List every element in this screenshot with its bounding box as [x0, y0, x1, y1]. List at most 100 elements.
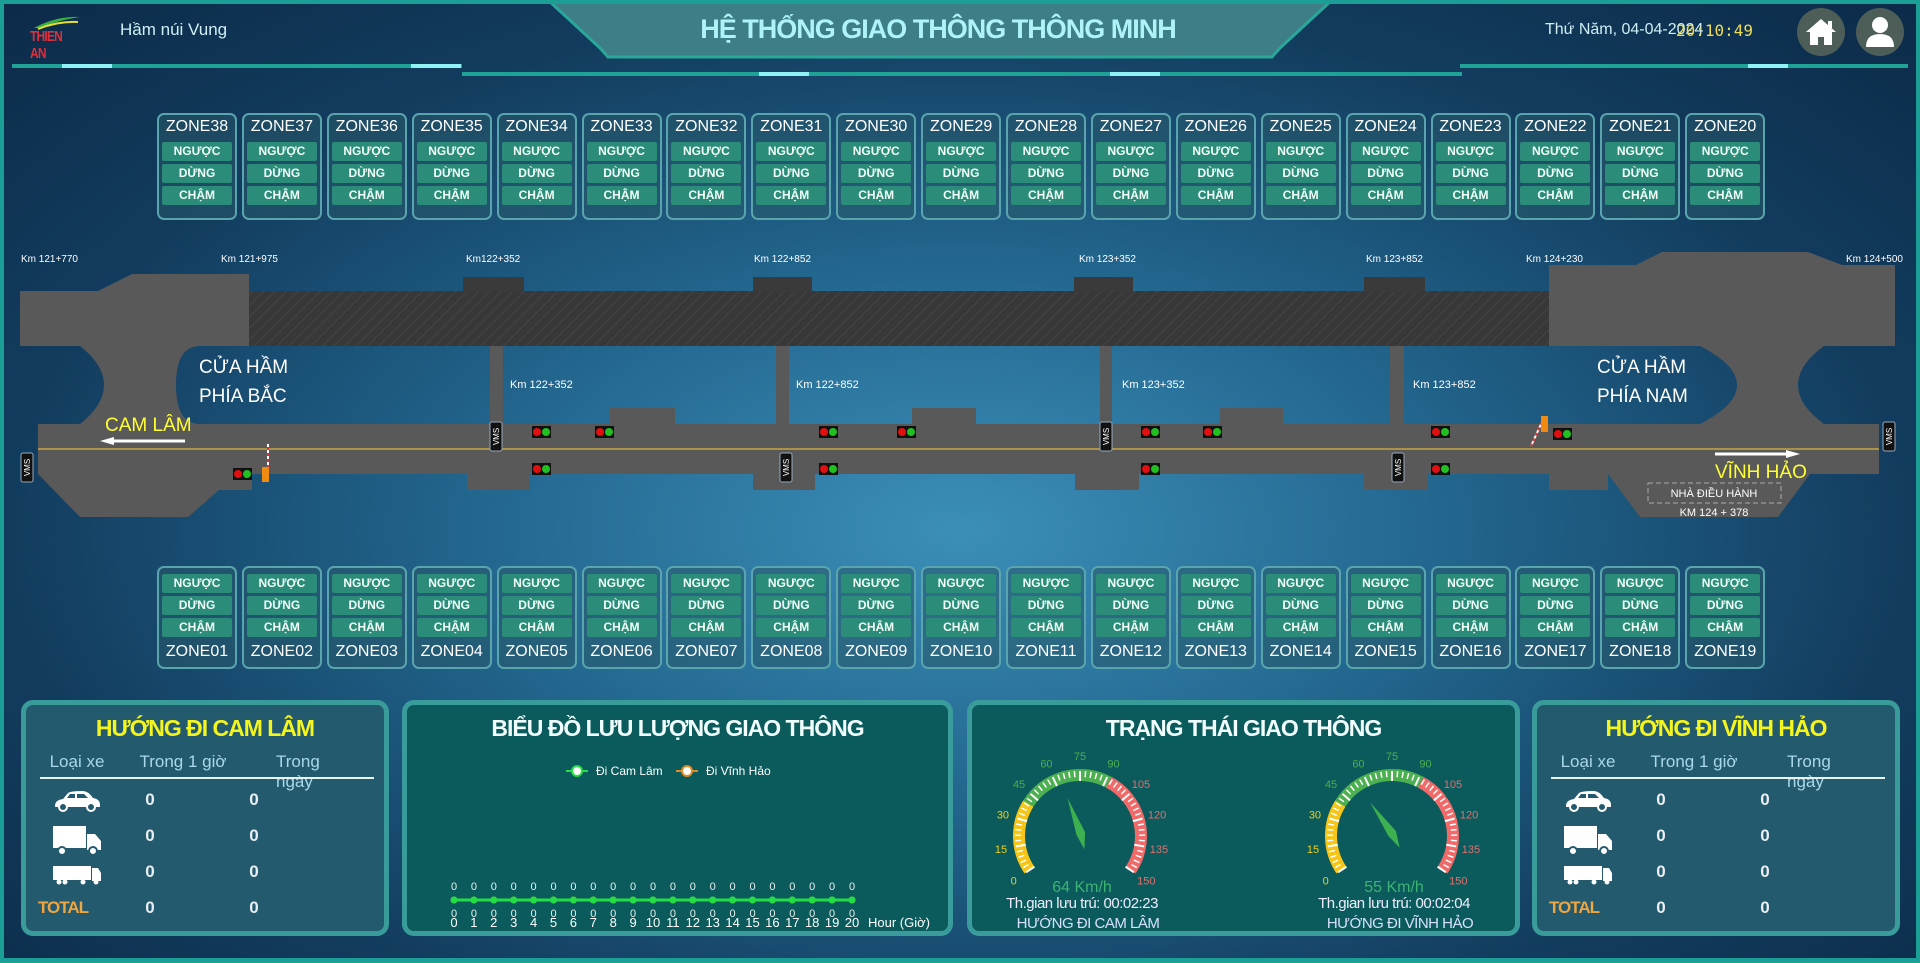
zone-button-reverse[interactable]: NGƯỢC: [1350, 142, 1421, 161]
zone-button-stop[interactable]: DỪNG: [756, 596, 827, 615]
zone-button-reverse[interactable]: NGƯỢC: [926, 142, 997, 161]
zone-button-slow[interactable]: CHẬM: [1690, 618, 1761, 637]
zone-button-reverse[interactable]: NGƯỢC: [1690, 142, 1761, 161]
zone-button-stop[interactable]: DỪNG: [1265, 596, 1336, 615]
zone-button-reverse[interactable]: NGƯỢC: [1011, 142, 1081, 161]
zone-button-slow[interactable]: CHẬM: [1265, 618, 1336, 637]
zone-button-slow[interactable]: CHẬM: [1095, 186, 1166, 205]
vms-sign[interactable]: VMS: [1099, 421, 1113, 452]
zone-button-stop[interactable]: DỪNG: [841, 164, 912, 183]
zone-button-stop[interactable]: DỪNG: [1350, 164, 1421, 183]
zone-button-reverse[interactable]: NGƯỢC: [756, 142, 827, 161]
zone-button-stop[interactable]: DỪNG: [1011, 164, 1081, 183]
zone-button-slow[interactable]: CHẬM: [1011, 618, 1081, 637]
zone-button-reverse[interactable]: NGƯỢC: [1690, 574, 1761, 593]
zone-button-stop[interactable]: DỪNG: [162, 596, 232, 615]
zone-button-slow[interactable]: CHẬM: [586, 618, 657, 637]
zone-button-slow[interactable]: CHẬM: [1265, 186, 1336, 205]
zone-button-stop[interactable]: DỪNG: [1690, 596, 1761, 615]
zone-button-slow[interactable]: CHẬM: [1435, 186, 1506, 205]
zone-button-stop[interactable]: DỪNG: [1520, 596, 1591, 615]
zone-button-reverse[interactable]: NGƯỢC: [1180, 142, 1251, 161]
zone-button-reverse[interactable]: NGƯỢC: [841, 574, 912, 593]
traffic-light-icon[interactable]: [1553, 428, 1572, 440]
zone-button-reverse[interactable]: NGƯỢC: [1265, 574, 1336, 593]
vms-sign[interactable]: VMS: [20, 452, 34, 483]
zone-button-reverse[interactable]: NGƯỢC: [1265, 142, 1336, 161]
zone-button-reverse[interactable]: NGƯỢC: [162, 142, 232, 161]
zone-button-reverse[interactable]: NGƯỢC: [1520, 574, 1591, 593]
zone-button-stop[interactable]: DỪNG: [586, 164, 657, 183]
zone-button-slow[interactable]: CHẬM: [1350, 186, 1421, 205]
zone-button-stop[interactable]: DỪNG: [926, 164, 997, 183]
zone-button-slow[interactable]: CHẬM: [841, 186, 912, 205]
zone-button-stop[interactable]: DỪNG: [1180, 596, 1251, 615]
traffic-light-icon[interactable]: [532, 426, 551, 438]
zone-button-reverse[interactable]: NGƯỢC: [671, 142, 742, 161]
zone-button-reverse[interactable]: NGƯỢC: [501, 142, 572, 161]
traffic-light-icon[interactable]: [897, 426, 916, 438]
zone-button-stop[interactable]: DỪNG: [416, 164, 487, 183]
zone-button-reverse[interactable]: NGƯỢC: [926, 574, 997, 593]
barrier-icon[interactable]: [1530, 416, 1548, 447]
zone-button-stop[interactable]: DỪNG: [501, 164, 572, 183]
zone-button-slow[interactable]: CHẬM: [1095, 618, 1166, 637]
zone-button-stop[interactable]: DỪNG: [1095, 164, 1166, 183]
zone-button-stop[interactable]: DỪNG: [1605, 596, 1676, 615]
barrier-icon[interactable]: [262, 444, 269, 482]
zone-button-stop[interactable]: DỪNG: [501, 596, 572, 615]
zone-button-reverse[interactable]: NGƯỢC: [756, 574, 827, 593]
zone-button-stop[interactable]: DỪNG: [246, 164, 317, 183]
zone-button-slow[interactable]: CHẬM: [926, 186, 997, 205]
zone-button-stop[interactable]: DỪNG: [1011, 596, 1081, 615]
zone-button-slow[interactable]: CHẬM: [1690, 186, 1761, 205]
zone-button-reverse[interactable]: NGƯỢC: [1095, 142, 1166, 161]
zone-button-stop[interactable]: DỪNG: [1265, 164, 1336, 183]
user-button[interactable]: [1856, 8, 1904, 56]
vms-sign[interactable]: VMS: [779, 452, 793, 483]
zone-button-stop[interactable]: DỪNG: [1350, 596, 1421, 615]
zone-button-slow[interactable]: CHẬM: [416, 186, 487, 205]
zone-button-reverse[interactable]: NGƯỢC: [331, 574, 402, 593]
zone-button-slow[interactable]: CHẬM: [841, 618, 912, 637]
zone-button-reverse[interactable]: NGƯỢC: [1095, 574, 1166, 593]
home-button[interactable]: [1797, 8, 1845, 56]
zone-button-reverse[interactable]: NGƯỢC: [1605, 574, 1676, 593]
zone-button-stop[interactable]: DỪNG: [416, 596, 487, 615]
zone-button-stop[interactable]: DỪNG: [331, 596, 402, 615]
zone-button-stop[interactable]: DỪNG: [1095, 596, 1166, 615]
zone-button-reverse[interactable]: NGƯỢC: [331, 142, 402, 161]
zone-button-slow[interactable]: CHẬM: [926, 618, 997, 637]
zone-button-reverse[interactable]: NGƯỢC: [162, 574, 232, 593]
zone-button-slow[interactable]: CHẬM: [1605, 186, 1676, 205]
legend-item[interactable]: Đi Cam Lâm: [566, 764, 663, 778]
zone-button-slow[interactable]: CHẬM: [331, 618, 402, 637]
zone-button-slow[interactable]: CHẬM: [756, 618, 827, 637]
zone-button-slow[interactable]: CHẬM: [586, 186, 657, 205]
zone-button-slow[interactable]: CHẬM: [756, 186, 827, 205]
zone-button-reverse[interactable]: NGƯỢC: [586, 142, 657, 161]
zone-button-stop[interactable]: DỪNG: [841, 596, 912, 615]
zone-button-slow[interactable]: CHẬM: [246, 186, 317, 205]
zone-button-stop[interactable]: DỪNG: [246, 596, 317, 615]
zone-button-slow[interactable]: CHẬM: [1180, 186, 1251, 205]
zone-button-reverse[interactable]: NGƯỢC: [671, 574, 742, 593]
zone-button-reverse[interactable]: NGƯỢC: [841, 142, 912, 161]
zone-button-stop[interactable]: DỪNG: [1435, 164, 1506, 183]
zone-button-reverse[interactable]: NGƯỢC: [1435, 574, 1506, 593]
zone-button-reverse[interactable]: NGƯỢC: [586, 574, 657, 593]
traffic-light-icon[interactable]: [1141, 426, 1160, 438]
traffic-light-icon[interactable]: [1431, 426, 1450, 438]
zone-button-stop[interactable]: DỪNG: [671, 164, 742, 183]
zone-button-stop[interactable]: DỪNG: [1690, 164, 1761, 183]
zone-button-reverse[interactable]: NGƯỢC: [416, 142, 487, 161]
zone-button-slow[interactable]: CHẬM: [162, 186, 232, 205]
zone-button-reverse[interactable]: NGƯỢC: [501, 574, 572, 593]
zone-button-slow[interactable]: CHẬM: [1520, 186, 1591, 205]
zone-button-slow[interactable]: CHẬM: [246, 618, 317, 637]
zone-button-slow[interactable]: CHẬM: [331, 186, 402, 205]
zone-button-reverse[interactable]: NGƯỢC: [1520, 142, 1591, 161]
zone-button-reverse[interactable]: NGƯỢC: [246, 574, 317, 593]
traffic-light-icon[interactable]: [819, 463, 838, 475]
zone-button-reverse[interactable]: NGƯỢC: [1605, 142, 1676, 161]
